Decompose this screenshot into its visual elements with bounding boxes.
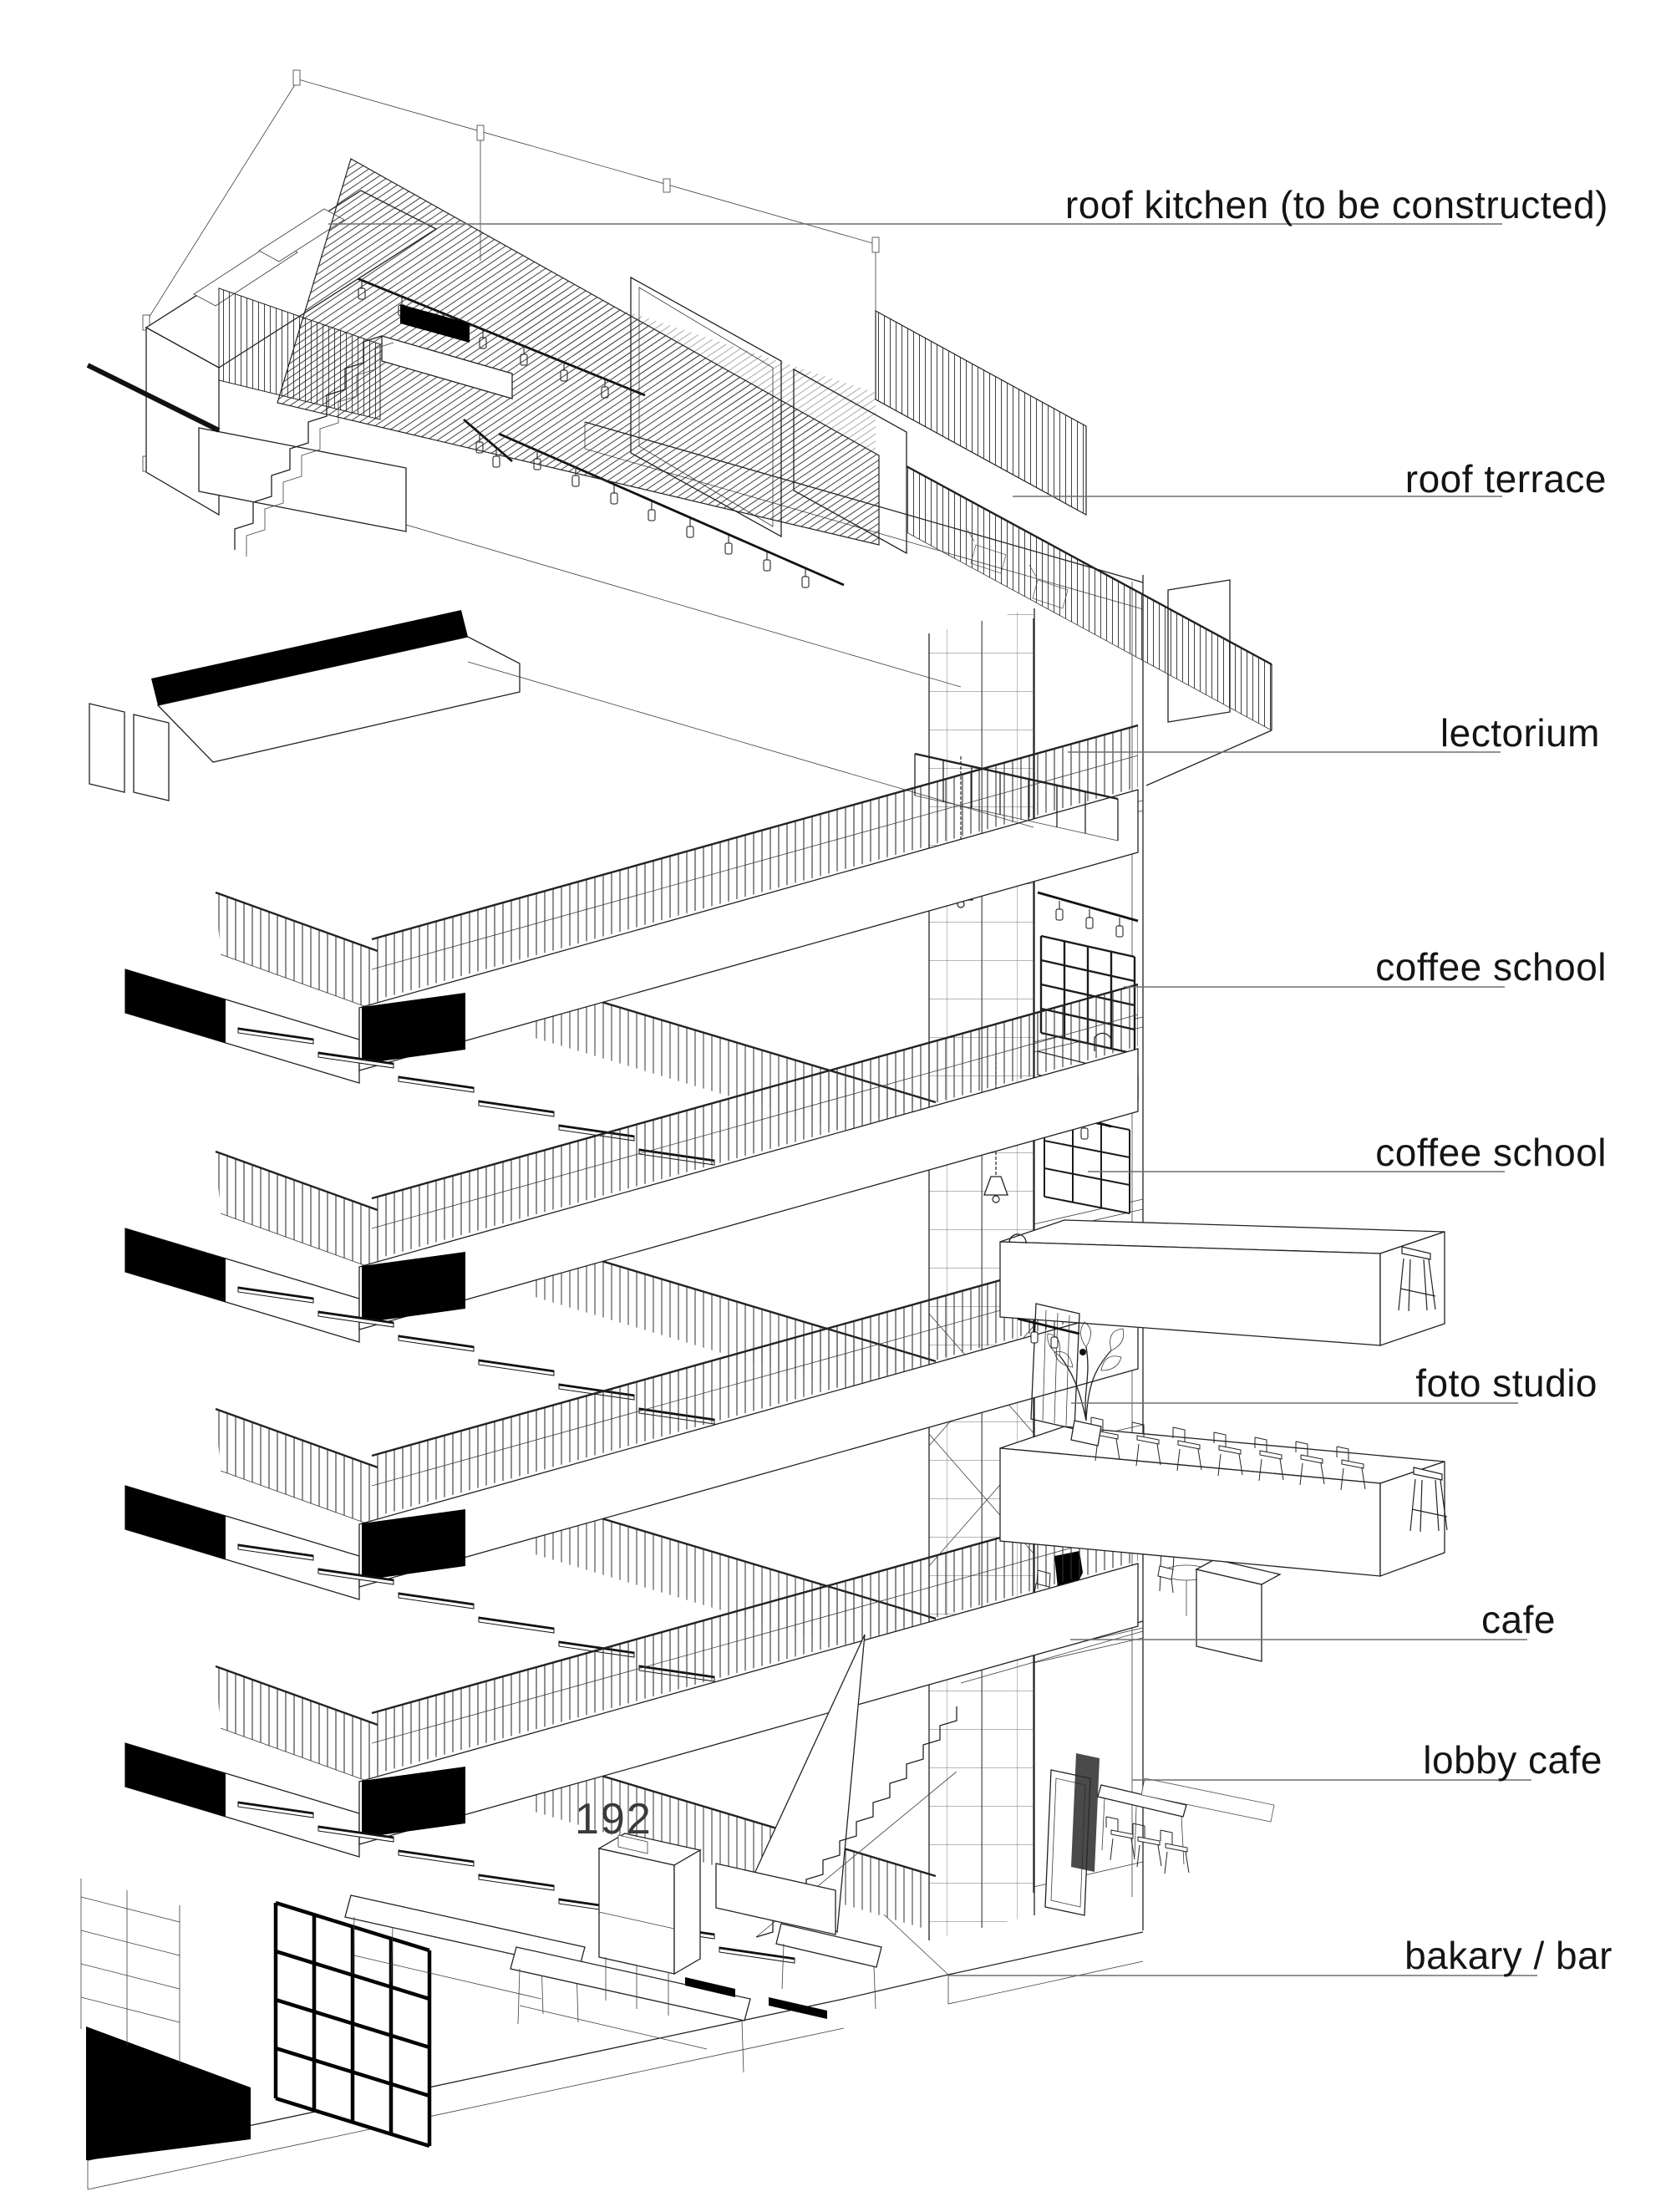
small-table bbox=[775, 1923, 882, 2010]
page-number: 192 bbox=[575, 1795, 653, 1843]
work-table-2 bbox=[510, 1946, 827, 2073]
left-rack bbox=[80, 1879, 180, 2064]
terrace-slat-railing bbox=[906, 465, 1272, 786]
plant bbox=[1047, 1321, 1125, 1447]
foto-studio-wall bbox=[1017, 1303, 1125, 1447]
ground-slab-edge bbox=[86, 2026, 251, 2160]
lobby-counter bbox=[1140, 1777, 1275, 1823]
floor-label: lectorium bbox=[1440, 711, 1600, 755]
ceiling-hatch bbox=[518, 276, 876, 455]
annotations-layer: roof kitchen (to be constructed) roof ter… bbox=[328, 183, 1613, 1977]
curtain bbox=[1071, 1753, 1100, 1872]
floor-label: foto studio bbox=[1415, 1361, 1597, 1405]
floor-label: coffee school bbox=[1375, 945, 1607, 989]
cantilever-bar bbox=[999, 1219, 1445, 1346]
floor-label: lobby cafe bbox=[1423, 1738, 1602, 1782]
lectorium bbox=[89, 524, 1119, 842]
floor-label: coffee school bbox=[1375, 1131, 1607, 1174]
lounge-chairs bbox=[967, 529, 1069, 609]
balcony-railing bbox=[914, 752, 1119, 842]
roof-slat-screen bbox=[875, 309, 1087, 516]
coffee-machine-box bbox=[597, 1833, 702, 2016]
floor-label: cafe bbox=[1481, 1598, 1556, 1641]
roof-kitchen bbox=[86, 69, 1087, 557]
floor-label: roof terrace bbox=[1405, 457, 1607, 501]
slat-wall bbox=[218, 287, 381, 420]
floor-label: roof kitchen (to be constructed) bbox=[1065, 183, 1608, 226]
bakery-ground-floor bbox=[80, 1634, 1144, 2190]
roof-stair bbox=[234, 304, 513, 557]
lectorium-window bbox=[1167, 579, 1231, 723]
lobby-cafe-interior bbox=[1044, 1753, 1275, 1916]
cantilever-counter bbox=[999, 1416, 1448, 1577]
lobby-stair bbox=[715, 1634, 957, 1938]
cube-shelf bbox=[273, 1900, 432, 2148]
cafe-cabinet bbox=[1195, 1559, 1282, 1662]
floor-label: bakary / bar bbox=[1404, 1934, 1613, 1977]
